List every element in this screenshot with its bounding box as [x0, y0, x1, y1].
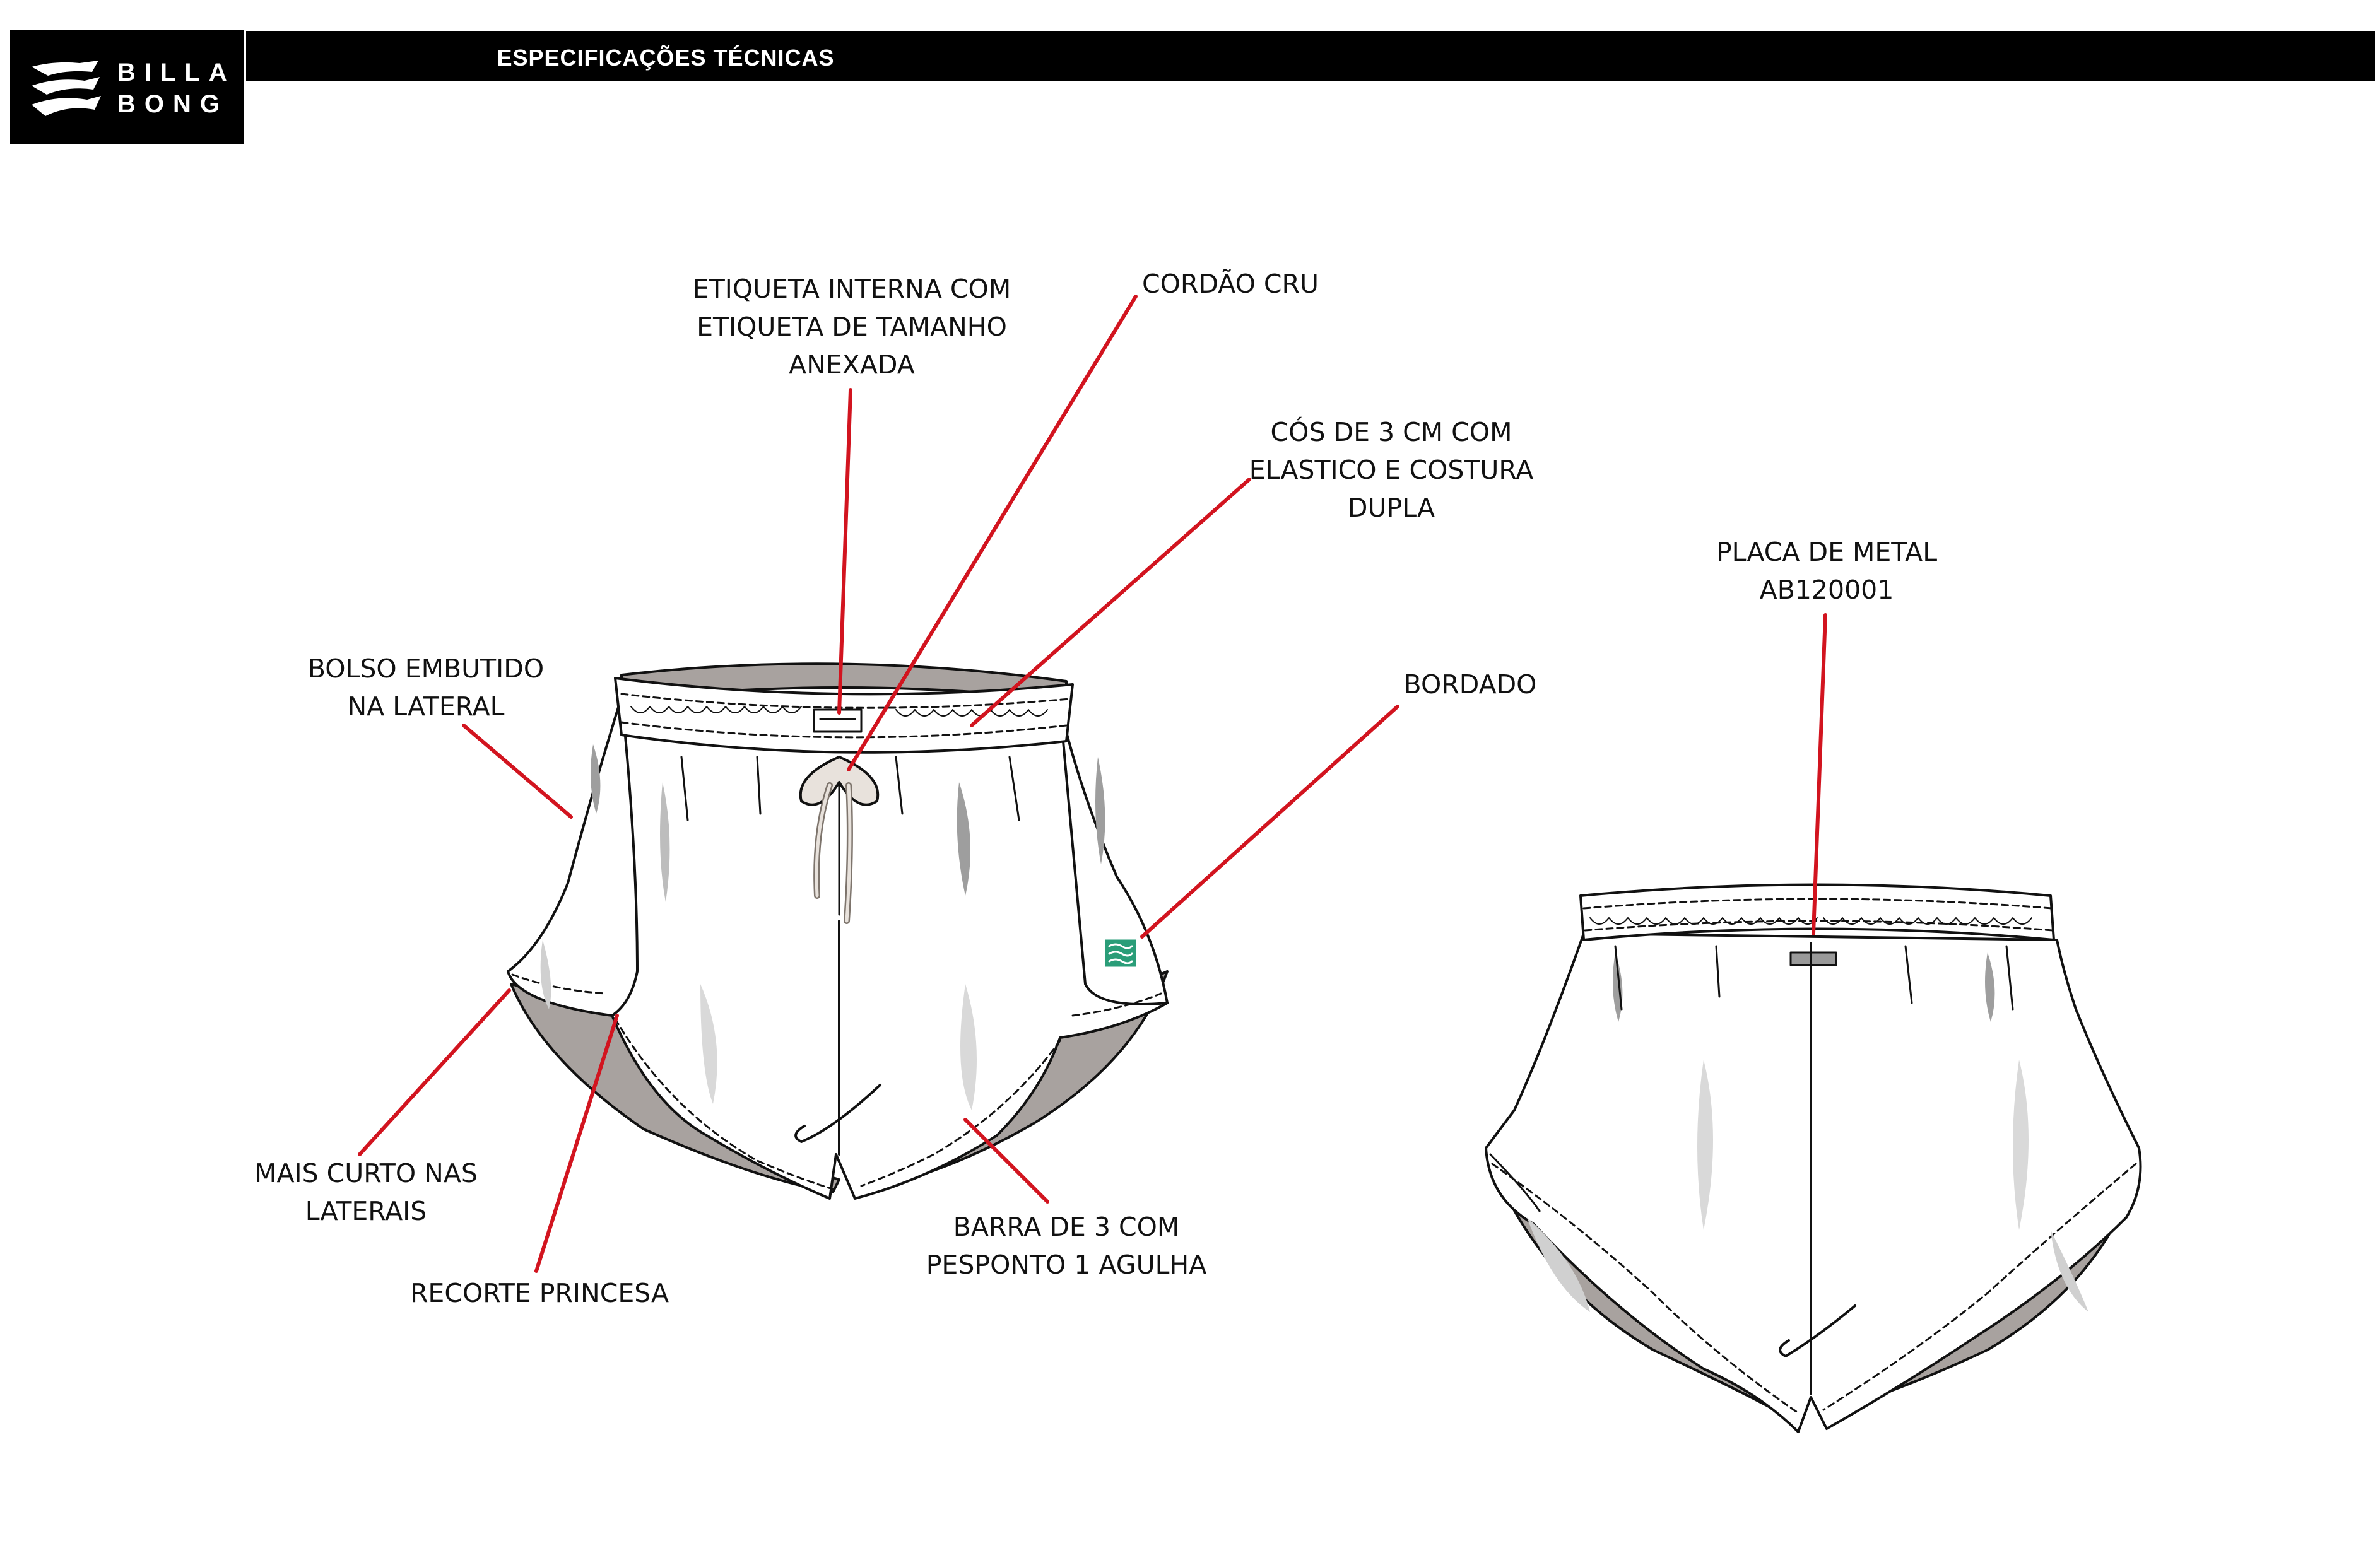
cos-line-3: DUPLA [1347, 493, 1435, 523]
callout-line-mais-curto [358, 988, 511, 1156]
callout-lines [358, 295, 1827, 1273]
barra-line-2: PESPONTO 1 AGULHA [926, 1250, 1207, 1280]
mais-curto-line-1: MAIS CURTO NAS [254, 1158, 478, 1188]
callout-line-barra [963, 1118, 1049, 1204]
etiqueta-line-3: ANEXADA [789, 349, 915, 380]
page-title: ESPECIFICAÇÕES TÉCNICAS [497, 45, 835, 71]
callout-label-bolso: BOLSO EMBUTIDO NA LATERAL [290, 650, 562, 725]
barra-line-1: BARRA DE 3 COM [953, 1212, 1180, 1242]
cos-line-2: ELASTICO E COSTURA [1249, 455, 1534, 485]
etiqueta-line-1: ETIQUETA INTERNA COM [692, 274, 1011, 304]
callout-line-cos [970, 478, 1251, 727]
brand-logo: BILLA BONG [10, 30, 244, 144]
bolso-line-1: BOLSO EMBUTIDO [307, 654, 545, 684]
mais-curto-line-2: LATERAIS [305, 1196, 427, 1226]
callout-label-cos: CÓS DE 3 CM COM ELASTICO E COSTURA DUPLA [1224, 413, 1558, 527]
recorte-line-1: RECORTE PRINCESA [409, 1278, 669, 1308]
brand-line-1: BILLA [117, 59, 236, 86]
callout-line-recorte [534, 1014, 619, 1273]
callout-line-bolso [462, 724, 573, 819]
placa-line-2: AB120001 [1759, 575, 1894, 605]
cos-line-1: CÓS DE 3 CM COM [1270, 417, 1512, 447]
front-shorts-drawing [507, 662, 1169, 1200]
callout-label-cordao: CORDÃO CRU [1110, 265, 1350, 303]
callout-line-cordao [847, 295, 1138, 771]
callout-line-bordado [1140, 705, 1399, 939]
callout-label-placa: PLACA DE METAL AB120001 [1678, 533, 1975, 609]
callout-label-recorte: RECORTE PRINCESA [391, 1274, 688, 1312]
callout-line-etiqueta [837, 388, 852, 715]
bordado-line-1: BORDADO [1403, 669, 1537, 700]
callout-line-placa [1812, 613, 1827, 935]
callout-label-mais-curto: MAIS CURTO NAS LATERAIS [233, 1154, 498, 1230]
callout-label-barra: BARRA DE 3 COM PESPONTO 1 AGULHA [909, 1208, 1224, 1284]
callout-label-etiqueta: ETIQUETA INTERNA COM ETIQUETA DE TAMANHO… [663, 270, 1041, 384]
placa-line-1: PLACA DE METAL [1716, 537, 1938, 567]
brand-line-2: BONG [117, 90, 228, 118]
cordao-line-1: CORDÃO CRU [1142, 269, 1319, 299]
etiqueta-line-2: ETIQUETA DE TAMANHO [697, 312, 1007, 342]
callout-label-bordado: BORDADO [1376, 665, 1565, 703]
back-shorts-drawing [1485, 883, 2142, 1433]
header-bar: ESPECIFICAÇÕES TÉCNICAS [246, 31, 2375, 81]
brand-wordmark: BILLA BONG [117, 57, 236, 120]
wave-logo-icon [32, 61, 101, 116]
bolso-line-2: NA LATERAL [347, 691, 505, 722]
